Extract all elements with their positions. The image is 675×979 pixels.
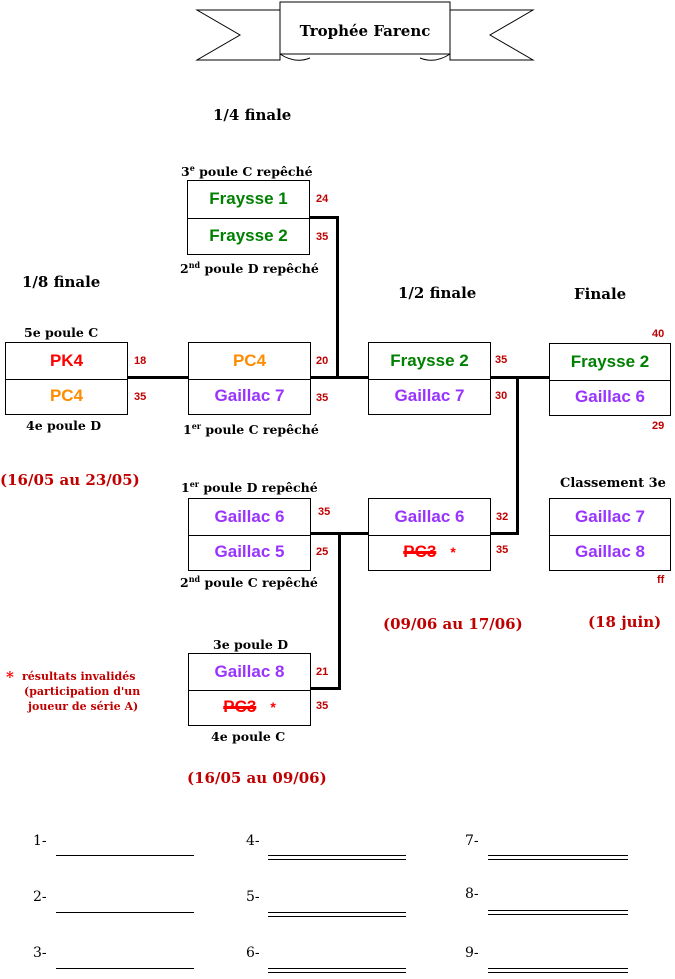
match-qf2: PC4 Gaillac 7 xyxy=(188,342,311,415)
score: 32 xyxy=(496,511,509,523)
ranking-line xyxy=(268,968,406,973)
match-qf4: Gaillac 8 PC3 * xyxy=(188,653,311,726)
team-name: Gaillac 8 xyxy=(189,654,310,691)
team-name: Gaillac 6 xyxy=(369,499,490,536)
team-name: Gaillac 7 xyxy=(394,386,465,406)
qf4-seed-bottom: 4e poule C xyxy=(211,729,286,744)
connector xyxy=(336,216,339,379)
score: 24 xyxy=(316,193,329,205)
score: 30 xyxy=(495,390,508,402)
ranking-line xyxy=(56,912,194,913)
qf3-seed-bottom: 2nd poule C repêché xyxy=(180,574,318,591)
note-line: joueur de série A) xyxy=(28,700,139,713)
r16-seed-bottom: 4e poule D xyxy=(26,418,102,433)
match-third-place: Gaillac 7 Gaillac 8 xyxy=(549,498,671,571)
team-name: Fraysse 2 xyxy=(209,225,288,245)
ranking-label: 9- xyxy=(465,945,479,961)
qf-dates: (16/05 au 09/06) xyxy=(187,769,327,787)
score: 29 xyxy=(652,420,665,432)
team-name: PC3 xyxy=(403,542,437,562)
team-name: PK4 xyxy=(6,343,127,380)
score: 35 xyxy=(318,506,331,518)
connector xyxy=(310,216,338,219)
team-name-invalidated: PC3 * xyxy=(369,535,490,571)
connector xyxy=(516,376,519,534)
team-name: Gaillac 7 xyxy=(214,386,285,406)
match-final: Fraysse 2 Gaillac 6 xyxy=(549,343,671,416)
score: 35 xyxy=(495,354,508,366)
match-r16: PK4 PC4 xyxy=(5,342,128,415)
score: 35 xyxy=(496,544,509,556)
team-name: PC4 xyxy=(49,386,84,406)
score: 25 xyxy=(316,546,329,558)
qf4-seed-top: 3e poule D xyxy=(213,637,289,652)
team-name: Gaillac 6 xyxy=(575,387,645,407)
ranking-label: 1- xyxy=(33,833,47,849)
match-sf2: Gaillac 6 PC3 * xyxy=(368,498,491,571)
ranking-line xyxy=(488,910,628,915)
team-name: Gaillac 5 xyxy=(214,542,285,562)
team-name: Fraysse 2 xyxy=(369,343,490,380)
score: 35 xyxy=(316,700,329,712)
note-asterisk: * xyxy=(6,668,14,686)
connector xyxy=(310,376,370,379)
ranking-line xyxy=(56,968,194,969)
match-qf1: Fraysse 1 Fraysse 2 xyxy=(187,180,310,255)
connector xyxy=(310,687,341,690)
team-name: Fraysse 2 xyxy=(550,344,670,381)
ranking-line xyxy=(488,855,628,860)
team-name: Gaillac 8 xyxy=(575,542,645,562)
connector xyxy=(490,376,550,379)
qf3-seed-top: 1er poule D repêché xyxy=(181,479,318,496)
invalid-marker: * xyxy=(450,544,456,561)
invalid-marker: * xyxy=(270,699,276,716)
r16-dates: (16/05 au 23/05) xyxy=(0,471,140,489)
round-title-final: Finale xyxy=(574,285,627,303)
sf-dates: (09/06 au 17/06) xyxy=(383,615,523,633)
connector xyxy=(127,376,189,379)
ranking-label: 6- xyxy=(246,945,260,961)
round-title-semifinal: 1/2 finale xyxy=(398,284,477,302)
round-title-round-of-16: 1/8 finale xyxy=(22,273,101,291)
round-title-third-place: Classement 3e xyxy=(560,476,666,491)
ranking-label: 2- xyxy=(33,889,47,905)
score: 35 xyxy=(316,392,329,404)
title-banner xyxy=(195,1,535,61)
ranking-label: 4- xyxy=(246,833,260,849)
ranking-label: 8- xyxy=(465,886,479,902)
score: 35 xyxy=(134,391,147,403)
ranking-label: 7- xyxy=(465,833,479,849)
qf2-seed-bottom: 1er poule C repêché xyxy=(183,421,319,438)
ranking-label: 3- xyxy=(33,945,47,961)
team-name: Fraysse 1 xyxy=(188,181,309,219)
note-line: (participation d'un xyxy=(24,685,141,698)
note-line: résultats invalidés xyxy=(22,670,136,683)
score: 35 xyxy=(316,231,329,243)
ranking-label: 5- xyxy=(246,889,260,905)
score: 40 xyxy=(652,328,665,340)
final-dates: (18 juin) xyxy=(588,613,662,631)
qf1-seed-top: 3e poule C repêché xyxy=(181,163,313,180)
score: 21 xyxy=(316,666,329,678)
match-qf3: Gaillac 6 Gaillac 5 xyxy=(188,498,311,571)
connector xyxy=(338,532,341,689)
round-title-quarterfinal: 1/4 finale xyxy=(213,106,292,124)
ranking-line xyxy=(56,855,194,856)
team-name: Gaillac 7 xyxy=(550,499,670,536)
connector xyxy=(490,532,519,535)
score: 18 xyxy=(134,355,147,367)
team-name: PC4 xyxy=(189,343,310,380)
ranking-line xyxy=(268,855,406,860)
qf1-seed-bottom: 2nd poule D repêché xyxy=(180,260,319,277)
score: 20 xyxy=(316,355,329,367)
match-sf1: Fraysse 2 Gaillac 7 xyxy=(368,342,491,415)
ranking-line xyxy=(268,912,406,917)
r16-seed-top: 5e poule C xyxy=(24,325,99,340)
ranking-line xyxy=(488,968,628,973)
team-name: Gaillac 6 xyxy=(189,499,310,536)
page-title: Trophée Farenc xyxy=(299,22,431,40)
team-name-invalidated: PC3 * xyxy=(189,690,310,726)
score: ff xyxy=(657,574,665,586)
team-name: PC3 xyxy=(223,697,257,717)
